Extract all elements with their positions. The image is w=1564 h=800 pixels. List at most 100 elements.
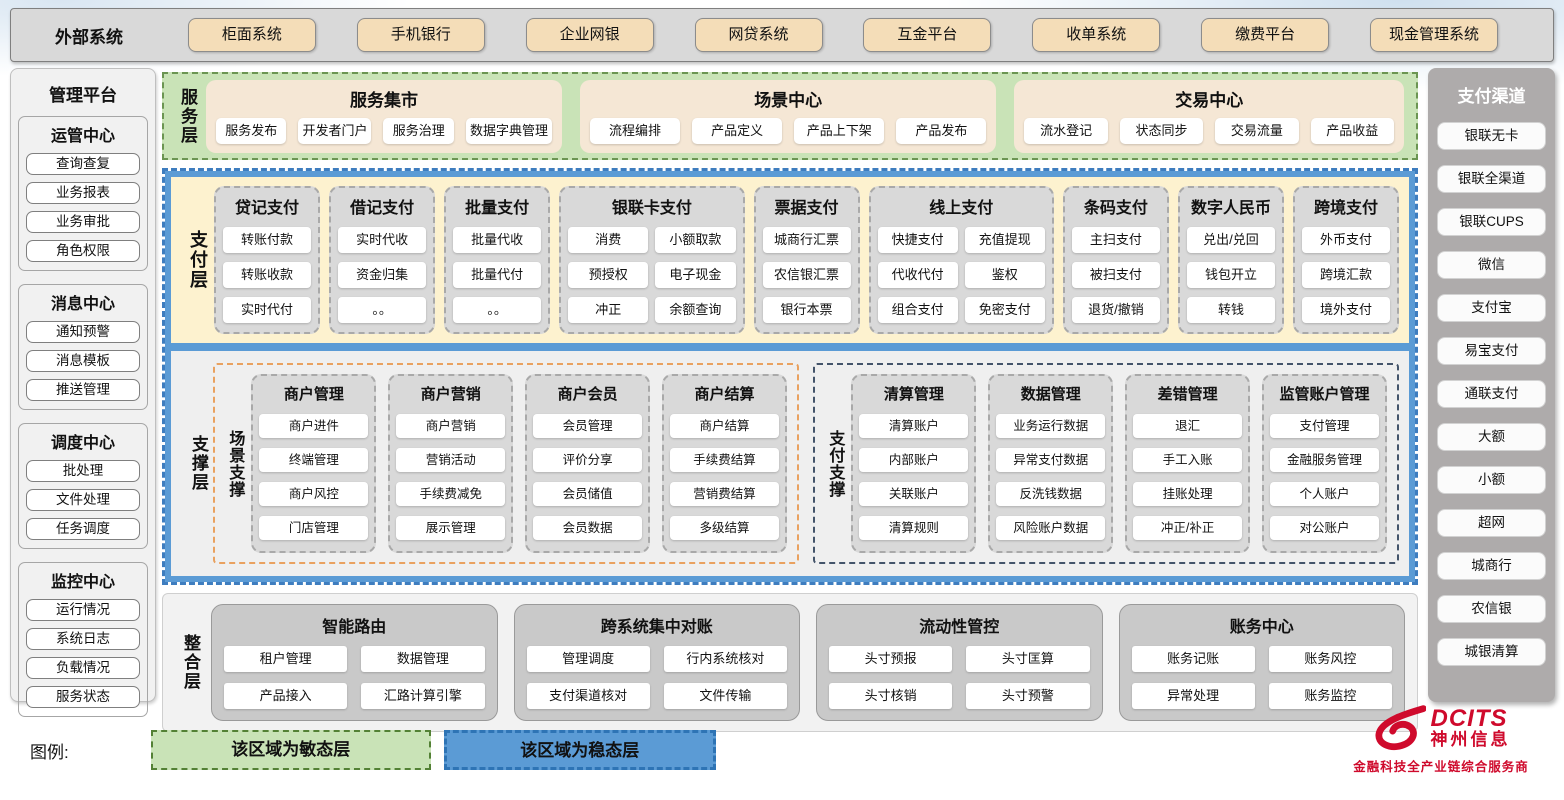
integration-item-button[interactable]: 租户管理 <box>224 646 348 672</box>
payment-item-button[interactable]: 批量代付 <box>453 262 542 288</box>
payment-channel-button[interactable]: 农信银 <box>1437 595 1546 623</box>
external-system-button[interactable]: 收单系统 <box>1032 18 1161 52</box>
integration-item-button[interactable]: 账务监控 <box>1268 683 1392 709</box>
integration-item-button[interactable]: 头寸匡算 <box>966 646 1090 672</box>
service-item-button[interactable]: 状态同步 <box>1119 117 1204 144</box>
payment-item-button[interactable]: 批量代收 <box>453 227 542 253</box>
support-item-button[interactable]: 手工入账 <box>1133 448 1243 472</box>
service-item-button[interactable]: 开发者门户 <box>298 117 372 144</box>
payment-item-button[interactable]: 钱包开立 <box>1186 262 1275 288</box>
service-item-button[interactable]: 产品收益 <box>1310 117 1394 144</box>
integration-item-button[interactable]: 文件传输 <box>663 683 787 709</box>
payment-item-button[interactable]: 城商行汇票 <box>762 227 851 253</box>
support-item-button[interactable]: 冲正/补正 <box>1133 516 1243 540</box>
payment-item-button[interactable]: 电子现金 <box>655 262 736 288</box>
management-item-button[interactable]: 业务报表 <box>26 182 140 204</box>
support-item-button[interactable]: 退汇 <box>1133 414 1243 438</box>
payment-item-button[interactable]: 。。 <box>453 297 542 323</box>
support-item-button[interactable]: 门店管理 <box>259 516 369 540</box>
payment-channel-button[interactable]: 通联支付 <box>1437 380 1546 408</box>
support-item-button[interactable]: 营销费结算 <box>670 482 780 506</box>
payment-item-button[interactable]: 快捷支付 <box>877 227 958 253</box>
integration-item-button[interactable]: 异常处理 <box>1131 683 1255 709</box>
integration-item-button[interactable]: 头寸预警 <box>966 683 1090 709</box>
management-item-button[interactable]: 批处理 <box>26 460 140 482</box>
payment-item-button[interactable]: 转账付款 <box>223 227 312 253</box>
management-item-button[interactable]: 系统日志 <box>26 628 140 650</box>
payment-channel-button[interactable]: 易宝支付 <box>1437 337 1546 365</box>
support-item-button[interactable]: 营销活动 <box>396 448 506 472</box>
payment-channel-button[interactable]: 城商行 <box>1437 552 1546 580</box>
payment-item-button[interactable]: 实时代收 <box>338 227 427 253</box>
management-item-button[interactable]: 角色权限 <box>26 240 140 262</box>
support-item-button[interactable]: 反洗钱数据 <box>996 482 1106 506</box>
support-item-button[interactable]: 会员储值 <box>533 482 643 506</box>
support-item-button[interactable]: 清算规则 <box>859 516 969 540</box>
support-item-button[interactable]: 终端管理 <box>259 448 369 472</box>
integration-item-button[interactable]: 数据管理 <box>361 646 485 672</box>
support-item-button[interactable]: 挂账处理 <box>1133 482 1243 506</box>
support-item-button[interactable]: 清算账户 <box>859 414 969 438</box>
service-item-button[interactable]: 流程编排 <box>589 117 681 144</box>
integration-item-button[interactable]: 行内系统核对 <box>663 646 787 672</box>
payment-channel-button[interactable]: 银联无卡 <box>1437 122 1546 150</box>
external-system-button[interactable]: 缴费平台 <box>1201 18 1330 52</box>
management-item-button[interactable]: 查询查复 <box>26 153 140 175</box>
payment-channel-button[interactable]: 银联CUPS <box>1437 208 1546 236</box>
support-item-button[interactable]: 会员数据 <box>533 516 643 540</box>
payment-item-button[interactable]: 实时代付 <box>223 297 312 323</box>
management-item-button[interactable]: 消息模板 <box>26 350 140 372</box>
payment-item-button[interactable]: 主扫支付 <box>1071 227 1160 253</box>
payment-item-button[interactable]: 。。 <box>338 297 427 323</box>
payment-channel-button[interactable]: 支付宝 <box>1437 294 1546 322</box>
payment-item-button[interactable]: 跨境汇款 <box>1302 262 1391 288</box>
payment-channel-button[interactable]: 小额 <box>1437 466 1546 494</box>
payment-item-button[interactable]: 外币支付 <box>1302 227 1391 253</box>
integration-item-button[interactable]: 头寸核销 <box>829 683 953 709</box>
management-item-button[interactable]: 通知预警 <box>26 321 140 343</box>
integration-item-button[interactable]: 管理调度 <box>526 646 650 672</box>
external-system-button[interactable]: 现金管理系统 <box>1370 18 1498 52</box>
support-item-button[interactable]: 手续费结算 <box>670 448 780 472</box>
external-system-button[interactable]: 手机银行 <box>356 18 485 52</box>
payment-item-button[interactable]: 兑出/兑回 <box>1186 227 1275 253</box>
management-item-button[interactable]: 服务状态 <box>26 686 140 708</box>
service-item-button[interactable]: 流水登记 <box>1024 117 1108 144</box>
support-item-button[interactable]: 业务运行数据 <box>996 414 1106 438</box>
payment-item-button[interactable]: 预授权 <box>568 262 649 288</box>
service-item-button[interactable]: 交易流量 <box>1215 117 1299 144</box>
payment-item-button[interactable]: 境外支付 <box>1302 297 1391 323</box>
management-item-button[interactable]: 业务审批 <box>26 211 140 233</box>
external-system-button[interactable]: 企业网银 <box>525 18 654 52</box>
payment-channel-button[interactable]: 银联全渠道 <box>1437 165 1546 193</box>
support-item-button[interactable]: 商户进件 <box>259 414 369 438</box>
integration-item-button[interactable]: 账务风控 <box>1268 646 1392 672</box>
management-item-button[interactable]: 任务调度 <box>26 518 140 540</box>
support-item-button[interactable]: 金融服务管理 <box>1270 448 1380 472</box>
support-item-button[interactable]: 多级结算 <box>670 516 780 540</box>
payment-item-button[interactable]: 充值提现 <box>964 227 1045 253</box>
support-item-button[interactable]: 内部账户 <box>859 448 969 472</box>
payment-item-button[interactable]: 代收代付 <box>877 262 958 288</box>
support-item-button[interactable]: 个人账户 <box>1270 482 1380 506</box>
support-item-button[interactable]: 展示管理 <box>396 516 506 540</box>
integration-item-button[interactable]: 账务记账 <box>1131 646 1255 672</box>
payment-channel-button[interactable]: 大额 <box>1437 423 1546 451</box>
service-item-button[interactable]: 产品发布 <box>896 117 987 144</box>
management-item-button[interactable]: 文件处理 <box>26 489 140 511</box>
support-item-button[interactable]: 商户结算 <box>670 414 780 438</box>
payment-item-button[interactable]: 退货/撤销 <box>1071 297 1160 323</box>
support-item-button[interactable]: 风险账户数据 <box>996 516 1106 540</box>
support-item-button[interactable]: 商户风控 <box>259 482 369 506</box>
payment-channel-button[interactable]: 微信 <box>1437 251 1546 279</box>
payment-item-button[interactable]: 转钱 <box>1186 297 1275 323</box>
support-item-button[interactable]: 对公账户 <box>1270 516 1380 540</box>
payment-item-button[interactable]: 免密支付 <box>964 297 1045 323</box>
external-system-button[interactable]: 柜面系统 <box>187 18 316 52</box>
support-item-button[interactable]: 手续费减免 <box>396 482 506 506</box>
payment-item-button[interactable]: 鉴权 <box>964 262 1045 288</box>
support-item-button[interactable]: 商户营销 <box>396 414 506 438</box>
integration-item-button[interactable]: 产品接入 <box>224 683 348 709</box>
payment-item-button[interactable]: 小额取款 <box>655 227 736 253</box>
support-item-button[interactable]: 异常支付数据 <box>996 448 1106 472</box>
